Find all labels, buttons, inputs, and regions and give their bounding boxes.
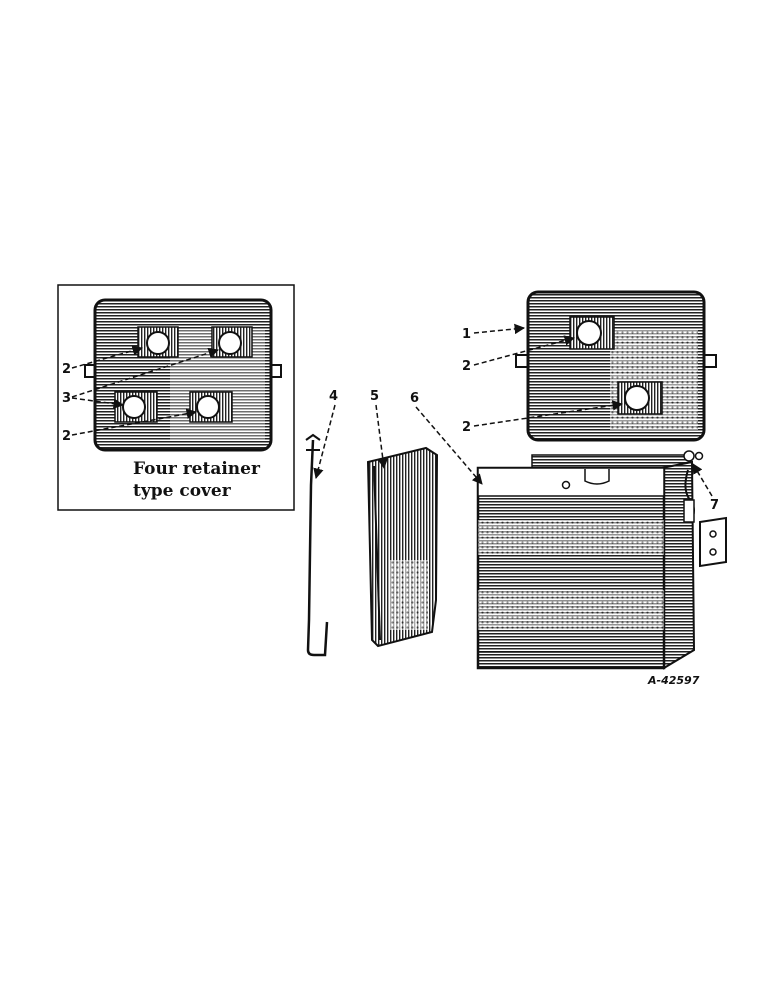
cover-clip-right (704, 354, 717, 368)
cover-clip-right (271, 364, 282, 378)
callout-1: 1 (462, 327, 471, 342)
callout-2: 2 (462, 420, 471, 435)
retainer (617, 381, 663, 415)
callout-7: 7 (710, 498, 719, 513)
cover-latch (683, 469, 695, 523)
callout-2: 2 (62, 429, 71, 444)
callout-3: 3 (62, 391, 71, 406)
battery-box: 6 (410, 391, 727, 670)
cover-clip-left (515, 354, 528, 368)
retainer (211, 326, 253, 358)
cover-clip-left (84, 364, 95, 378)
callout-2: 2 (462, 359, 471, 374)
mounting-bracket (699, 516, 727, 568)
retainer (569, 316, 615, 350)
inset-caption-line1: Four retainer (133, 459, 261, 479)
callout-2: 2 (62, 362, 71, 377)
retainer (114, 391, 158, 423)
callout-5: 5 (370, 389, 379, 404)
retainer (137, 326, 179, 358)
inset-caption-line2: type cover (133, 481, 232, 501)
hold-down-rod: 4 (305, 389, 338, 657)
wing-nut: 7 (683, 450, 719, 513)
retainer (189, 391, 233, 423)
callout-6: 6 (410, 391, 419, 406)
battery-cover: 1 2 2 (462, 290, 717, 442)
drawing-number: A-42597 (647, 674, 700, 687)
callout-4: 4 (329, 389, 338, 404)
four-retainer-inset: 2 3 2 Four retainer type cover (57, 284, 295, 511)
insulator-plate: 5 (366, 389, 439, 648)
